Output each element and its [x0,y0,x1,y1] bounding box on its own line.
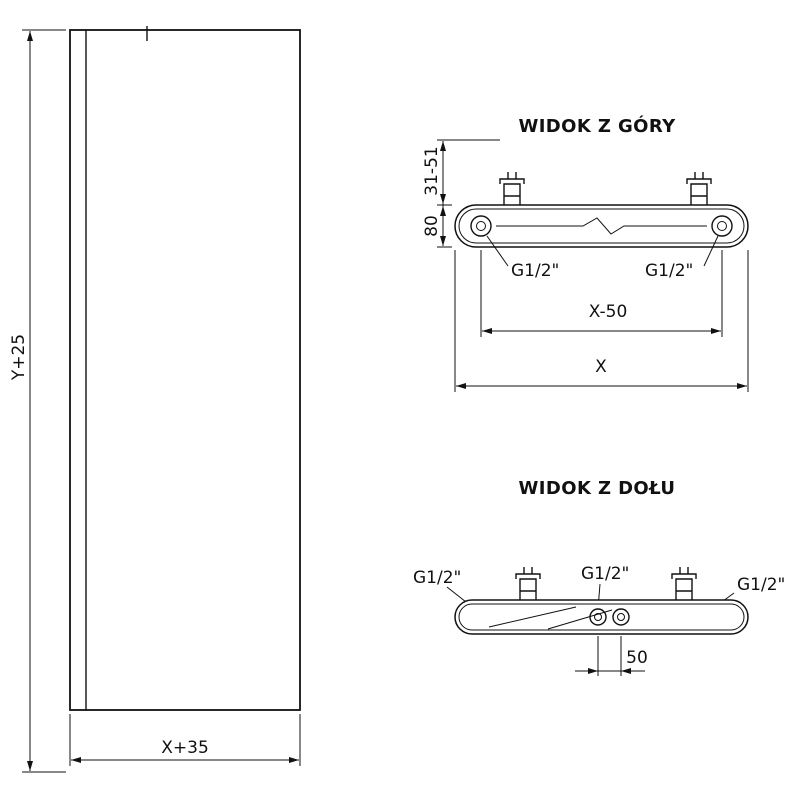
dim-width-lines [69,714,301,766]
bottom-bracket-left [515,567,541,600]
radiator-top-body-inner [458,208,745,244]
dim-height-lines [22,29,66,773]
wall-bracket-right [686,172,712,205]
bottom-bracket-right [671,567,697,600]
dim-50-lines [575,636,645,676]
center-connection-boss-right [612,608,630,626]
bottom-view-title: WIDOK Z DOŁU [519,478,676,499]
center-connection-hole-left [594,613,602,621]
dim-width: X+35 [69,714,301,766]
center-spacing-label: 50 [626,648,648,668]
bottom-left-connection-label: G1/2" [413,568,461,588]
front-view: Y+25 X+35 [9,26,301,773]
center-connection-boss-left [589,608,607,626]
dim-offset-depth: 31-51 80 [422,139,500,248]
dim-offset-depth-lines [437,139,500,248]
break-line-symbol [496,217,707,235]
bottom-view: WIDOK Z DOŁU G1/2" G1/2" G1/2" 50 [413,478,785,676]
dim-center-spacing: 50 [575,636,648,676]
dim-total-width: X [454,250,749,392]
total-width-label: X [595,357,607,377]
dim-connection-spacing: X-50 [480,250,723,337]
dim-height: Y+25 [9,29,66,773]
right-connection-hole [717,221,727,231]
depth-dim-label: 80 [422,215,442,237]
radiator-bottom-body-inner [458,603,745,631]
right-connection-boss [711,215,733,237]
dim-50-arrows [588,668,631,674]
height-dim-label: Y+25 [9,334,29,381]
connection-leader-lines [486,235,719,267]
center-connection-hole-right [617,613,625,621]
width-dim-label: X+35 [161,738,209,758]
top-view: WIDOK Z GÓRY 31-51 80 G1/2" G1/2" X-50 [422,115,749,392]
wall-bracket-left [499,172,525,205]
connection-spacing-label: X-50 [589,302,628,322]
offset-dim-label: 31-51 [422,146,442,195]
dim-x50-lines [480,250,723,337]
dim-x-lines [454,250,749,392]
left-connection-boss [470,215,492,237]
top-view-title: WIDOK Z GÓRY [518,115,676,137]
top-left-connection-label: G1/2" [511,261,559,281]
bottom-right-connection-label: G1/2" [737,575,785,595]
radiator-front-outline [69,29,301,711]
left-connection-hole [476,221,486,231]
top-right-connection-label: G1/2" [645,261,693,281]
bottom-center-connection-label: G1/2" [581,564,629,584]
bottom-break-lines [488,606,613,630]
radiator-top-body [454,204,749,248]
